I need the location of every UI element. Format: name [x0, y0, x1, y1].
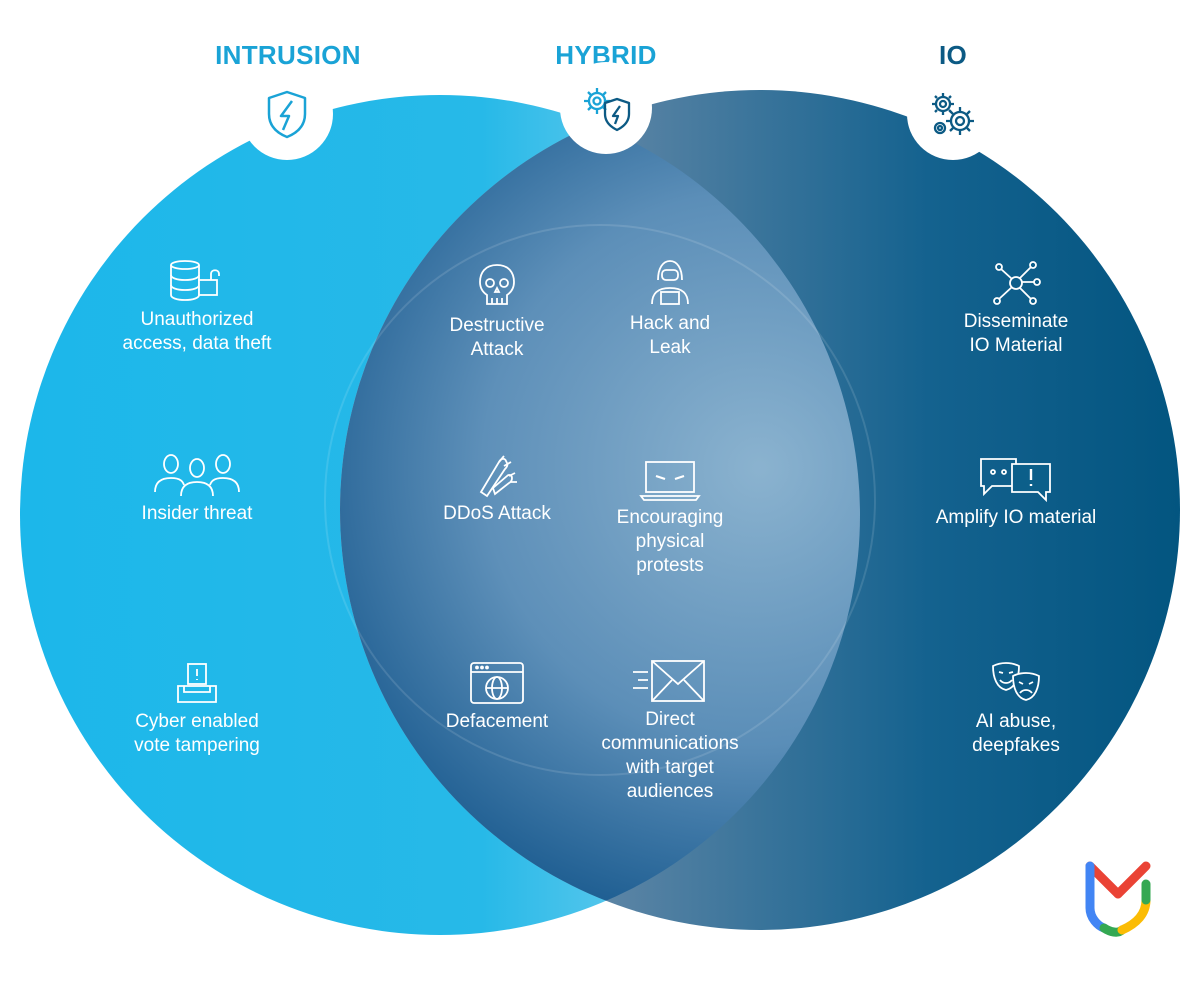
io-header: IO — [938, 40, 968, 70]
ballot-box-icon — [177, 663, 217, 703]
laptop-angry-eyes-icon — [639, 461, 701, 501]
item-destructive-attack: Destructive Attack — [412, 262, 582, 362]
item-label: Cyber enabled vote tampering — [134, 711, 260, 756]
item-defacement: Defacement — [412, 660, 582, 734]
item-amplify: Amplify IO material — [916, 456, 1116, 530]
item-insider-threat: Insider threat — [102, 452, 292, 526]
gears-icon — [932, 93, 974, 135]
intrusion-badge — [241, 68, 333, 160]
item-label: Disseminate IO Material — [963, 311, 1069, 356]
hybrid-badge — [560, 62, 652, 154]
theater-masks-icon — [992, 662, 1040, 701]
item-label: Destructive Attack — [449, 315, 545, 360]
item-vote-tampering: Cyber enabled vote tampering — [102, 660, 292, 758]
item-label: AI abuse, deepfakes — [972, 711, 1060, 756]
item-label: Encouraging physical protests — [616, 507, 724, 576]
hacker-icon — [651, 260, 689, 305]
item-label: Direct communications with target audien… — [601, 709, 739, 802]
item-label: DDoS Attack — [443, 503, 551, 524]
inner-ring — [324, 224, 876, 776]
skull-icon — [479, 264, 515, 305]
item-unauthorized-access: Unauthorized access, data theft — [102, 258, 292, 356]
browser-globe-icon — [470, 662, 524, 704]
io-badge — [907, 68, 999, 160]
item-label: Unauthorized access, data theft — [122, 309, 272, 354]
rockets-icon — [479, 455, 517, 498]
network-nodes-icon — [993, 261, 1041, 305]
item-disseminate: Disseminate IO Material — [916, 260, 1116, 358]
item-hack-and-leak: Hack and Leak — [590, 258, 750, 360]
database-lock-icon — [170, 260, 220, 301]
shield-lightning-icon — [267, 90, 307, 139]
item-label: Amplify IO material — [935, 507, 1097, 528]
brand-logo — [1085, 861, 1151, 937]
item-ai-abuse: AI abuse, deepfakes — [916, 660, 1116, 758]
intrusion-header: INTRUSION — [215, 40, 361, 70]
item-encouraging-protests: Encouraging physical protests — [590, 458, 750, 578]
item-ddos-attack: DDoS Attack — [412, 452, 582, 526]
item-direct-communications: Direct communications with target audien… — [575, 658, 765, 804]
people-group-icon — [154, 454, 240, 497]
item-label: Hack and Leak — [629, 313, 711, 358]
item-label: Insider threat — [141, 503, 253, 524]
envelope-icon — [633, 660, 705, 702]
speech-bubbles-icon — [980, 458, 1051, 502]
hybrid-overlap — [340, 95, 860, 930]
item-label: Defacement — [445, 711, 549, 732]
gear-shield-icon — [584, 88, 631, 132]
